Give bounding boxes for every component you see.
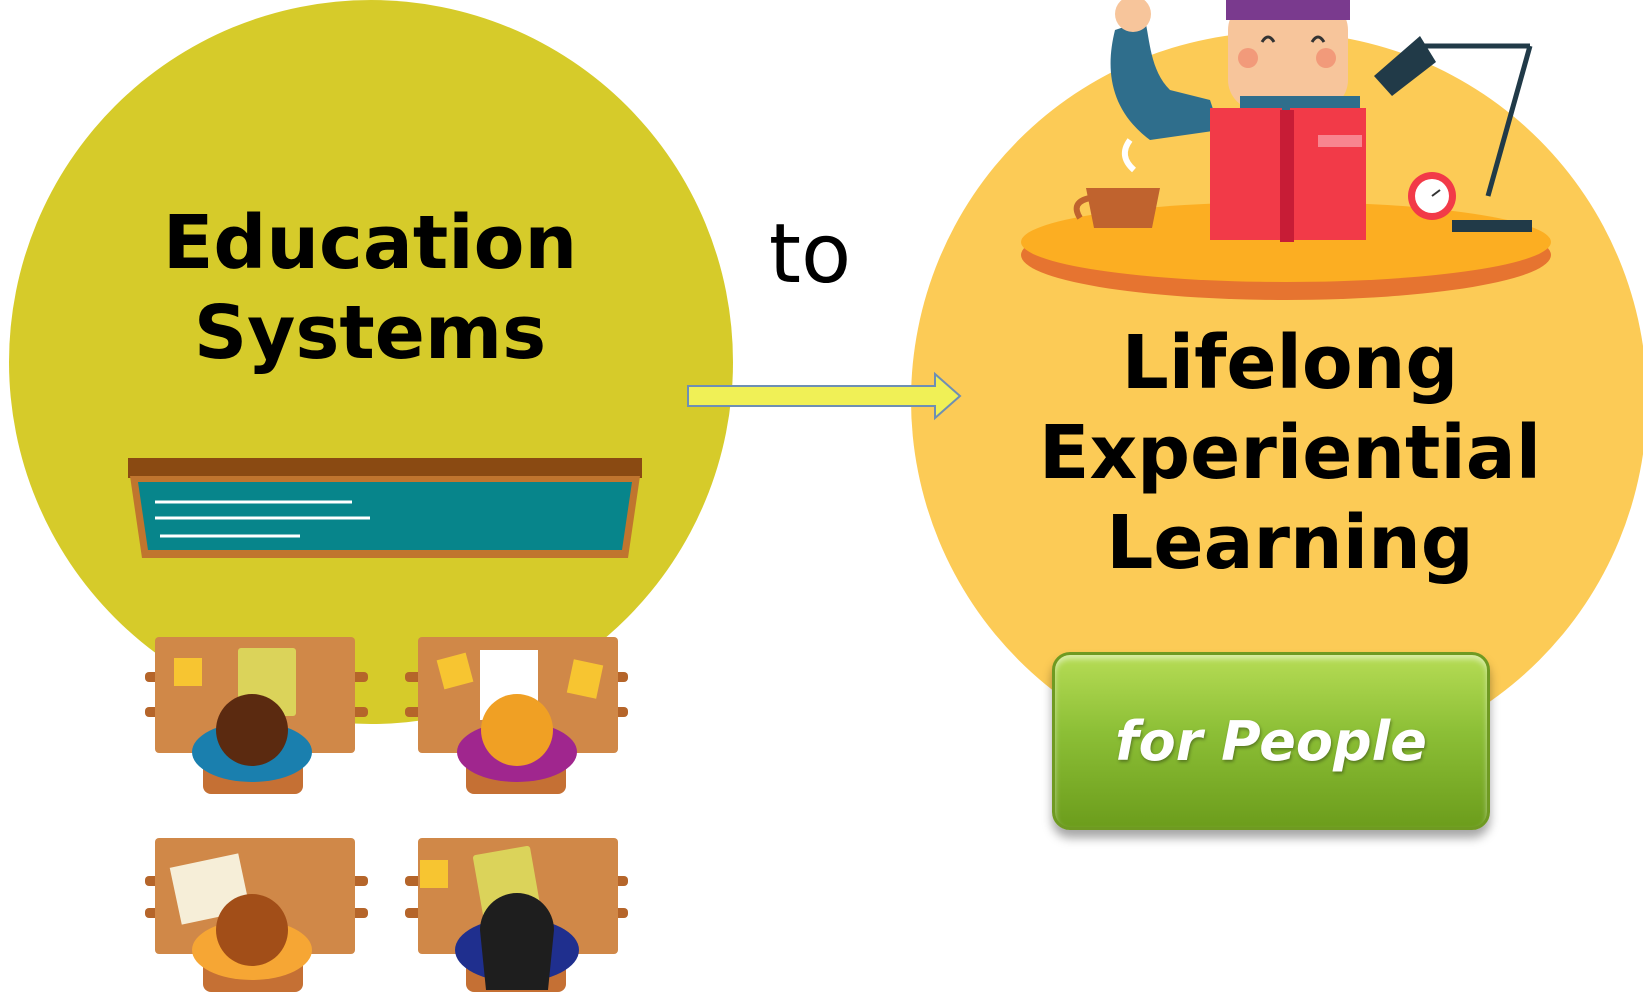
title-line: Experiential [1038,410,1542,496]
reading-person-icon [1110,0,1360,140]
chalkboard-icon [128,458,642,558]
connector-label: to [768,207,852,302]
education-systems-title: Education Systems [80,198,660,378]
alarm-clock-icon [1408,172,1456,220]
desk-lamp-icon [1374,36,1533,232]
for-people-label: for People [1115,709,1427,773]
student-desk-icon [145,637,368,794]
open-book-icon [1210,108,1366,242]
arrow-icon [687,371,962,421]
title-line: Systems [193,290,547,376]
title-line: Learning [1106,500,1474,586]
lifelong-learning-title: Lifelong Experiential Learning [980,318,1600,588]
coffee-cup-icon [1073,138,1160,228]
title-line: Lifelong [1121,320,1459,406]
for-people-button[interactable]: for People [1052,652,1490,830]
title-line: Education [162,200,578,286]
student-desk-icon [405,637,628,794]
student-desk-icon [405,838,628,992]
student-desk-icon [145,838,368,992]
